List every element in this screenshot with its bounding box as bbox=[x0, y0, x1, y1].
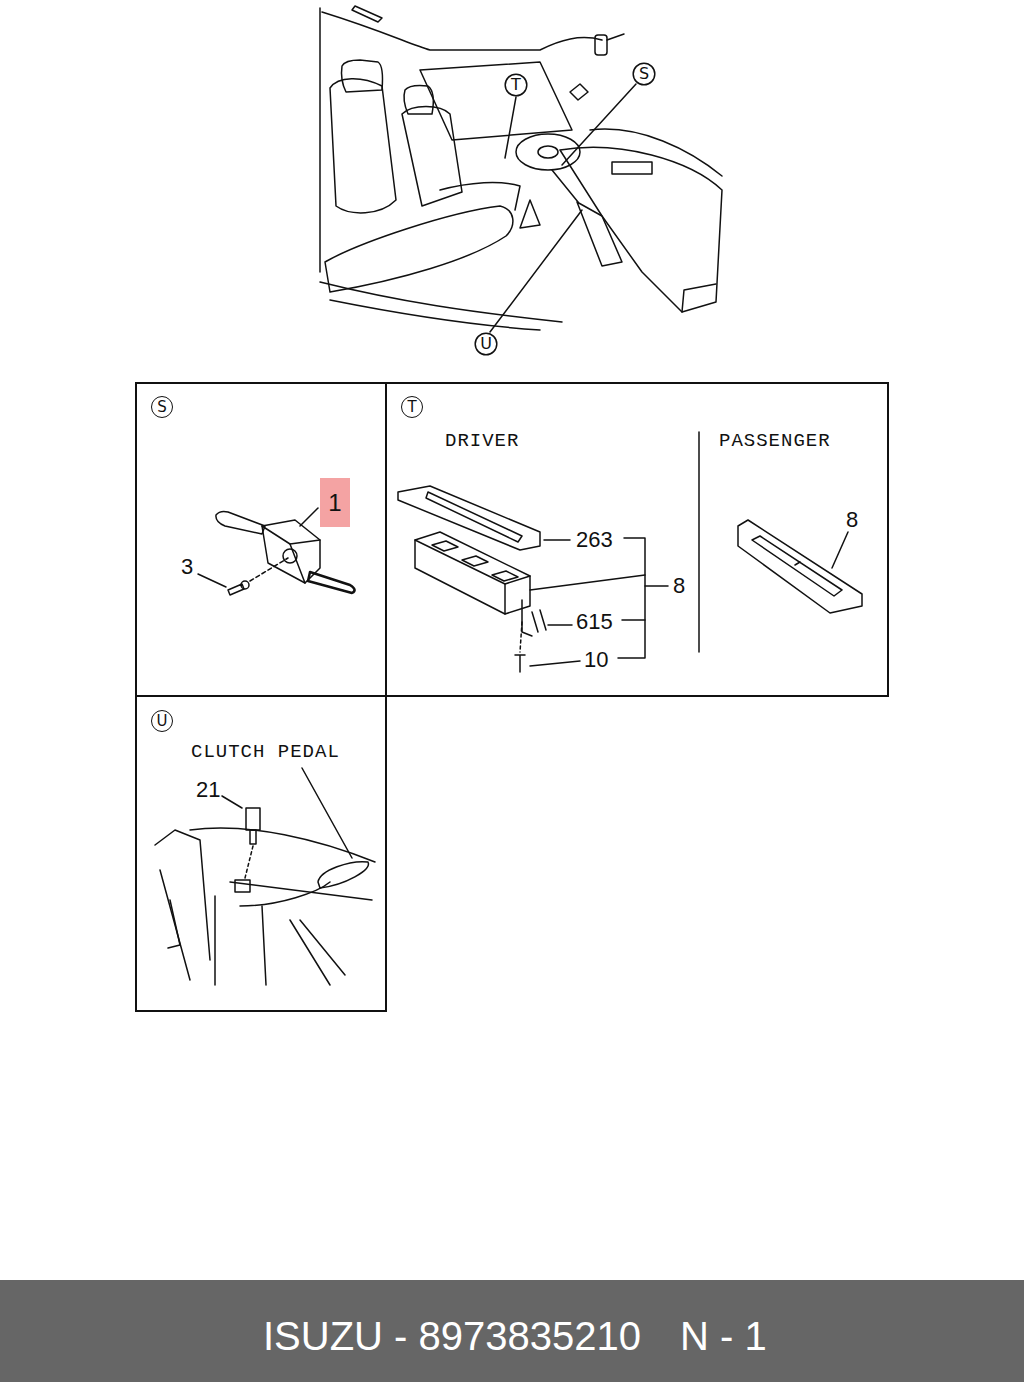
footer-band: ISUZU - 8973835210 N - 1 bbox=[0, 1280, 1024, 1382]
part-number: N - 1 bbox=[680, 1316, 767, 1356]
circle-outline bbox=[505, 74, 527, 96]
circle-outline bbox=[633, 63, 655, 85]
callout-letter: U bbox=[480, 336, 492, 352]
callout-circle: U bbox=[474, 332, 498, 356]
view-heading: PASSENGER bbox=[719, 432, 831, 451]
detail-panel: 1S bbox=[135, 382, 387, 697]
callout-number: 615 bbox=[576, 611, 613, 633]
callout-number: 8 bbox=[673, 575, 685, 597]
callout-number: 263 bbox=[576, 529, 613, 551]
view-letter: S bbox=[151, 396, 173, 418]
callout-number: 8 bbox=[846, 509, 858, 531]
callout-circle: T bbox=[504, 73, 528, 97]
view-letter: T bbox=[401, 396, 423, 418]
detail-panel: T DRIVER PASSENGER bbox=[385, 382, 889, 697]
callout-number: 10 bbox=[584, 649, 608, 671]
callout-number: 1 bbox=[328, 491, 341, 515]
circle-outline bbox=[475, 333, 497, 355]
callout-number: 21 bbox=[196, 779, 220, 801]
window-switches bbox=[398, 432, 862, 672]
cab-interior bbox=[320, 6, 722, 332]
callout-letter: S bbox=[639, 66, 649, 82]
part-number: ISUZU - 8973835210 bbox=[263, 1316, 641, 1356]
callout-number: 3 bbox=[181, 556, 193, 578]
callout-circle: S bbox=[632, 62, 656, 86]
detail-panel: U CLUTCH PEDAL bbox=[135, 695, 387, 1012]
view-heading: CLUTCH PEDAL bbox=[191, 743, 340, 762]
view-heading: DRIVER bbox=[445, 432, 519, 451]
highlight-box: 1 bbox=[320, 478, 350, 527]
view-letter: U bbox=[151, 710, 173, 732]
clutch-pedal bbox=[155, 768, 375, 985]
callout-letter: T bbox=[511, 77, 521, 93]
